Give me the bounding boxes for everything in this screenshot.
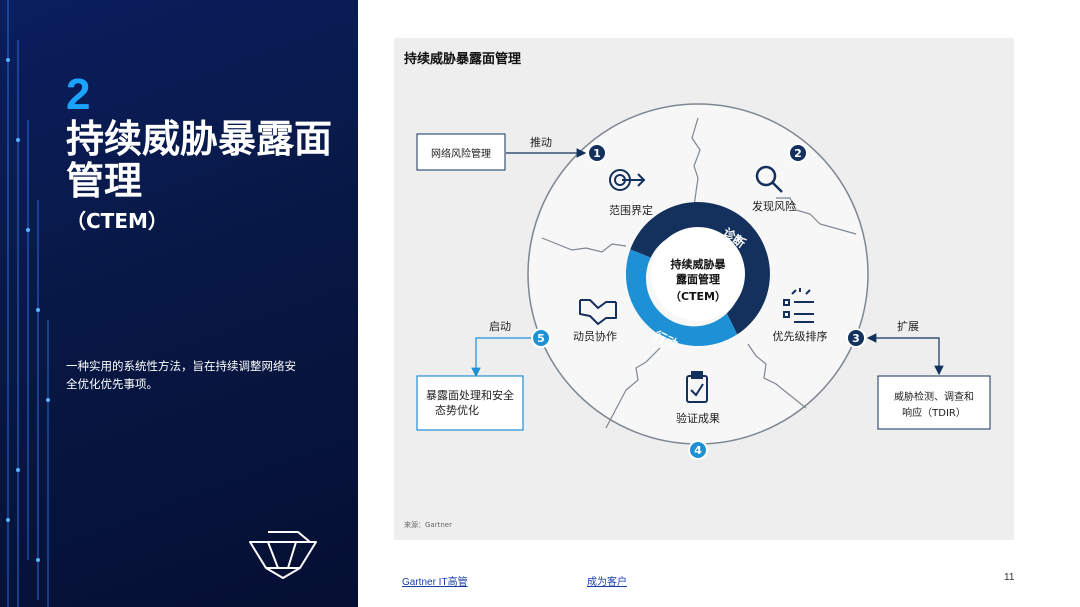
- section-title: 持续威胁暴露面 管理: [66, 118, 356, 202]
- handshake-icon: [579, 299, 617, 325]
- section-number: 2: [66, 70, 91, 119]
- magnifier-icon: [755, 165, 783, 193]
- stage-badge-5: [531, 328, 551, 348]
- stage-5-number: 5: [537, 332, 545, 345]
- box-optimize-line-2: 态势优化: [435, 403, 479, 417]
- stage-4-number: 4: [694, 444, 702, 457]
- stage-badge-3: [846, 328, 866, 348]
- priority-list-icon: [783, 288, 814, 323]
- left-panel: 2 持续威胁暴露面 管理 （CTEM） 一种实用的系统性方法，旨在持续调整网络安…: [0, 0, 358, 607]
- ring-action-segment: [625, 249, 738, 347]
- clipboard-check-icon: [686, 371, 708, 403]
- ctem-figure: 持续威胁暴露面管理: [394, 38, 1014, 540]
- arrow-expand-label: 扩展: [897, 319, 919, 333]
- arrow-start: [471, 337, 531, 378]
- figure-source: 来源：Gartner: [404, 521, 452, 529]
- page-number: 11: [1004, 572, 1015, 583]
- section-title-line-1: 持续威胁暴露面: [66, 117, 333, 161]
- center-label-2: 露面管理: [676, 272, 720, 286]
- ctem-diagram: 1 2 3 4 5 范围界定 发现风险 优先级排序 验证成果 动员协作 持续威胁…: [416, 103, 991, 460]
- gem-logo-icon: [249, 531, 317, 579]
- stage-2-number: 2: [794, 147, 802, 160]
- figure-title: 持续威胁暴露面管理: [404, 52, 522, 67]
- center-label-1: 持续威胁暴: [671, 257, 727, 271]
- stage-badge-4: [688, 440, 708, 460]
- circuit-decoration: [6, 0, 50, 607]
- center-label-3: （CTEM）: [670, 290, 726, 303]
- ring-diagnose-segment: [630, 202, 770, 335]
- stage-5-label: 动员协作: [573, 329, 617, 343]
- arrow-drive-label: 推动: [530, 135, 552, 149]
- section-subtitle: （CTEM）: [66, 209, 168, 233]
- section-title-line-2: 管理: [66, 159, 143, 203]
- stage-1-label: 范围界定: [609, 203, 653, 217]
- stage-1-number: 1: [593, 147, 601, 160]
- box-tdir: [877, 375, 991, 430]
- stage-2-label: 发现风险: [752, 199, 796, 213]
- footer-link-gartner-it[interactable]: Gartner IT高管: [402, 577, 468, 588]
- arrow-expand: [866, 333, 944, 376]
- box-network-risk: [416, 133, 506, 171]
- ring-center: [651, 227, 745, 321]
- footer-link-become-client[interactable]: 成为客户: [587, 577, 627, 588]
- stage-badge-1: [587, 143, 607, 163]
- stage-badge-2: [788, 143, 808, 163]
- arrow-start-label: 启动: [489, 320, 511, 333]
- box-tdir-line-1: 威胁检测、调查和: [894, 390, 974, 403]
- stage-3-number: 3: [852, 332, 860, 345]
- box-tdir-line-2: 响应（TDIR）: [902, 406, 966, 419]
- section-description: 一种实用的系统性方法，旨在持续调整网络安全优化优先事项。: [66, 359, 296, 391]
- box-network-label: 网络风险管理: [431, 147, 491, 160]
- stage-3-label: 优先级排序: [773, 329, 828, 343]
- box-optimize: [416, 375, 524, 431]
- target-icon: [609, 169, 646, 191]
- stage-4-label: 验证成果: [676, 411, 720, 425]
- box-optimize-line-1: 暴露面处理和安全: [426, 388, 514, 402]
- sector-dividers: [541, 117, 857, 429]
